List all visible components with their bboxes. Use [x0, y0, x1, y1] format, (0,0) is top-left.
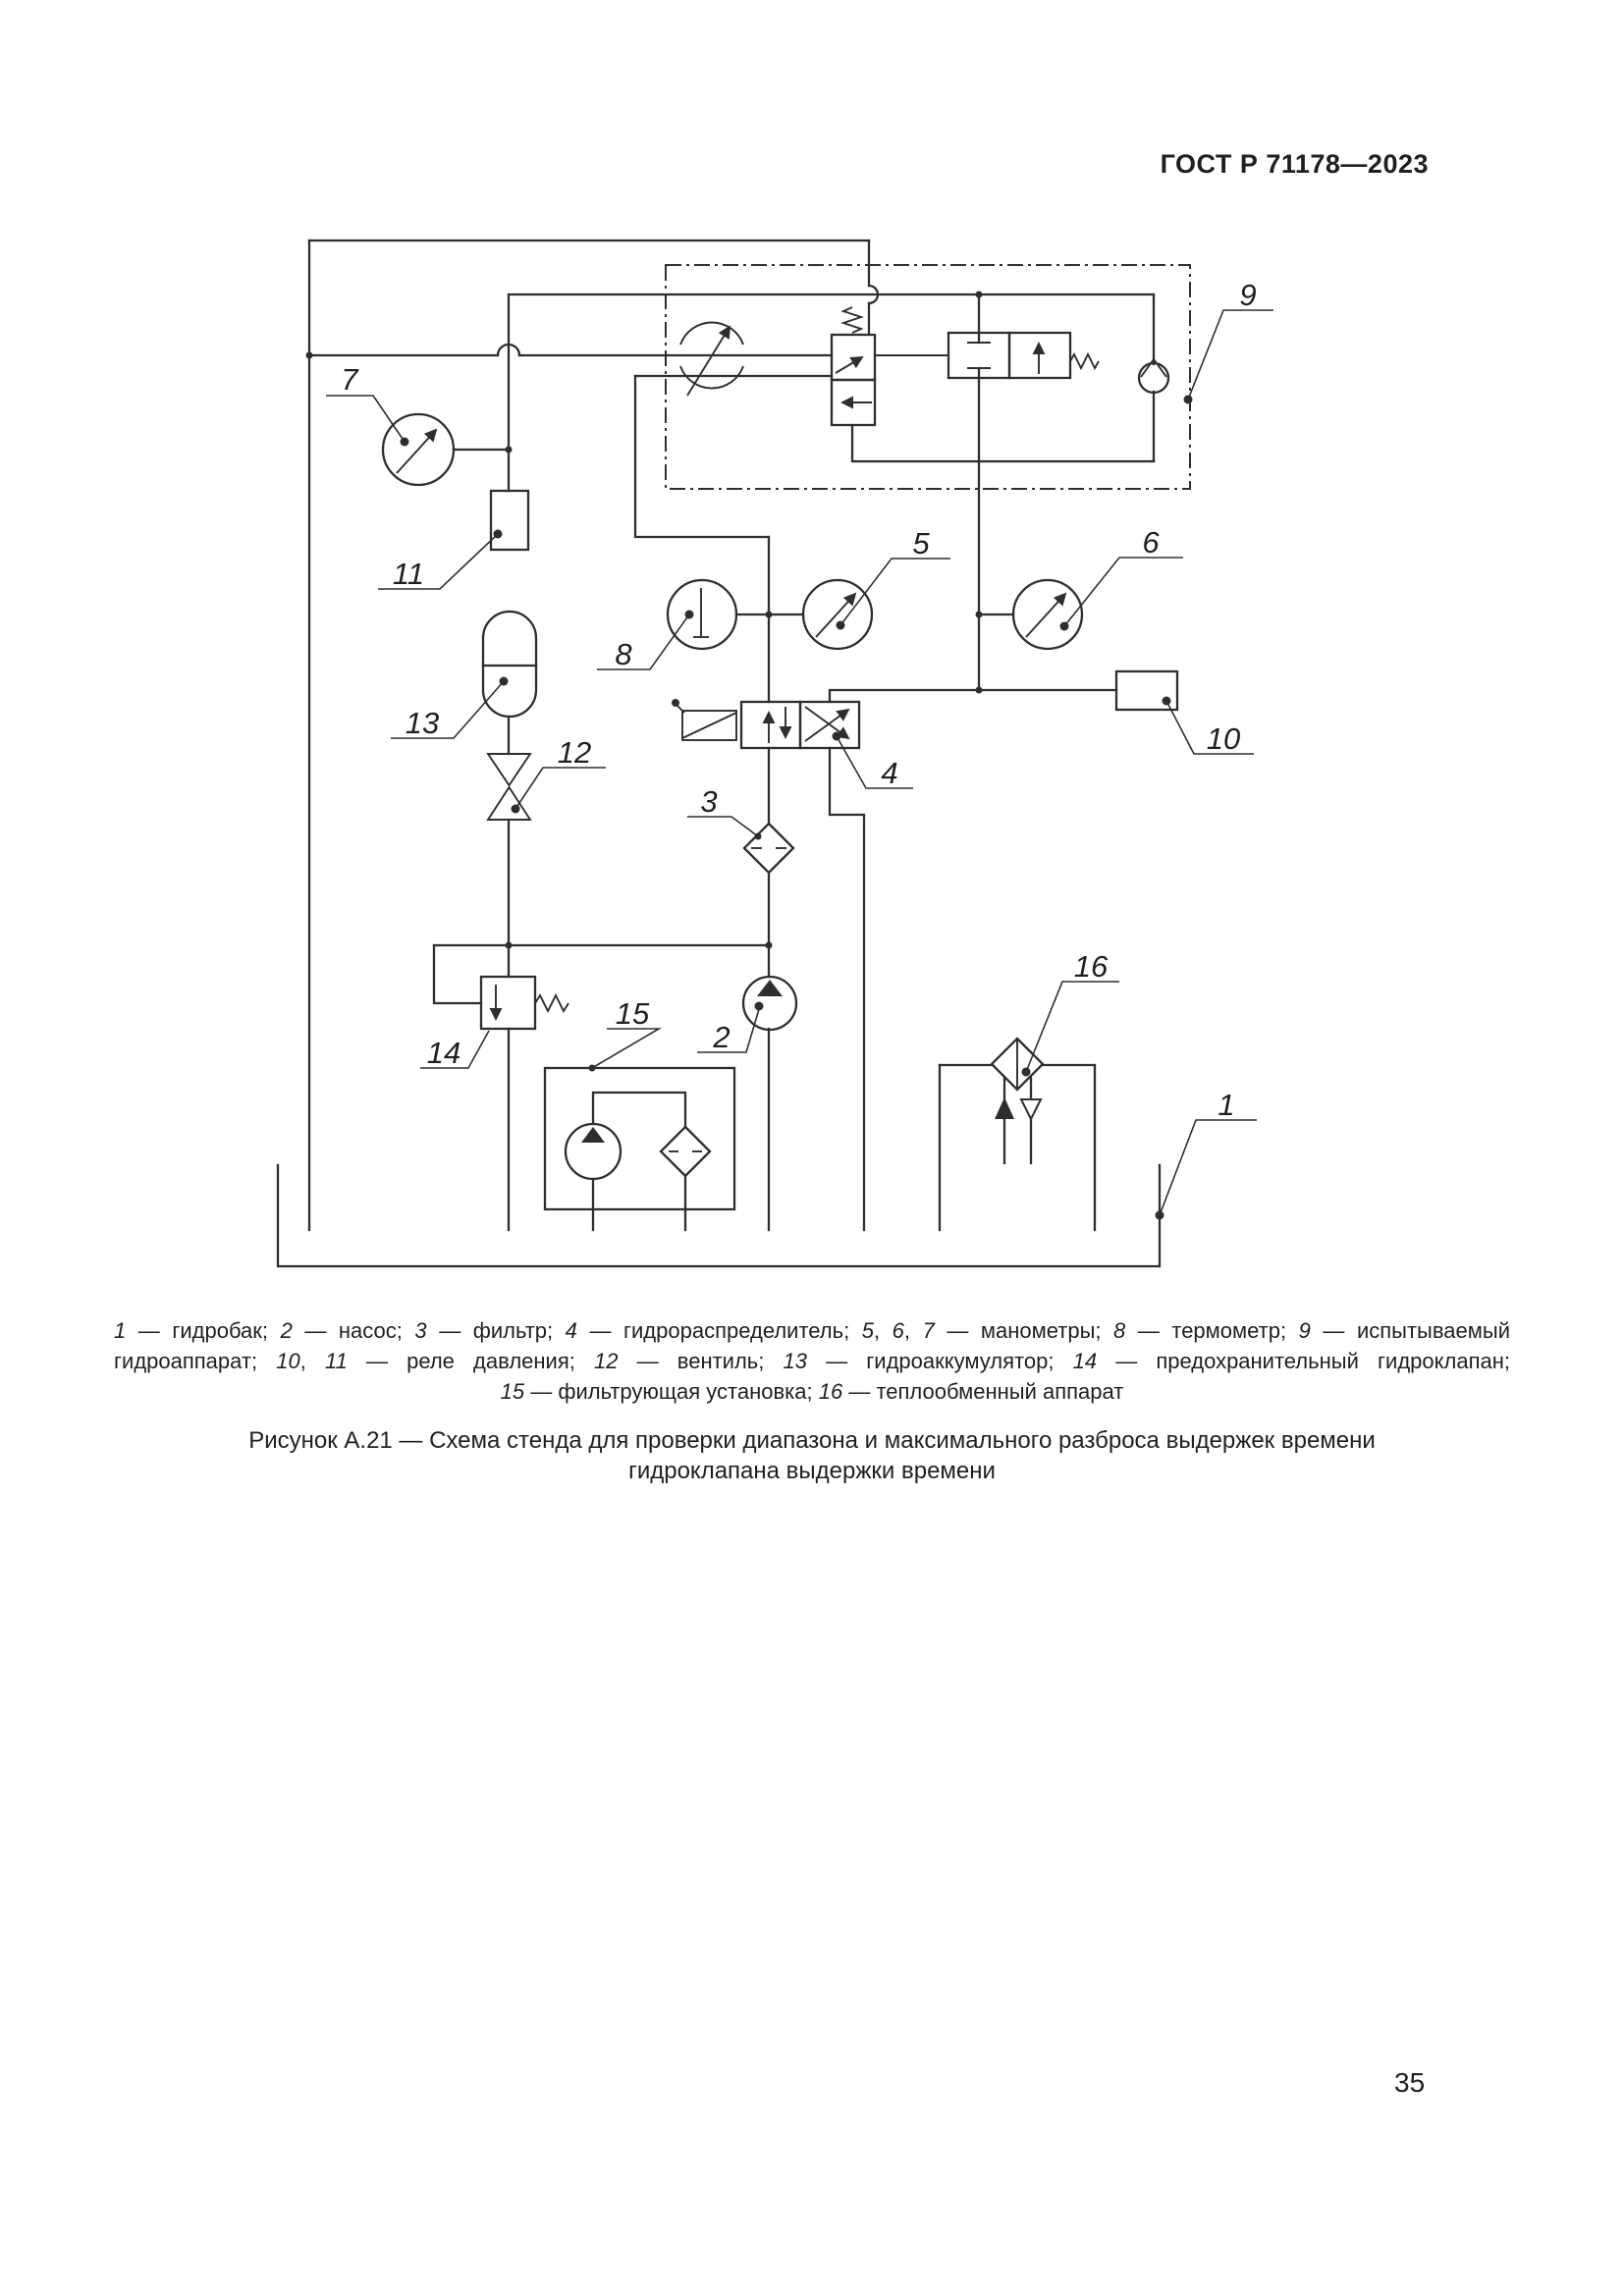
label-leaders	[326, 309, 1273, 1220]
component-label-9: 9	[1239, 278, 1256, 312]
shutoff-valve-symbol	[486, 753, 532, 821]
filter-symbol	[742, 822, 795, 875]
accumulator-symbol	[481, 610, 538, 719]
component-label-15: 15	[616, 996, 650, 1031]
hydraulic-tank-symbol	[276, 1163, 1162, 1268]
component-label-10: 10	[1207, 721, 1240, 756]
pressure-relay-10-symbol	[1114, 669, 1179, 712]
spring-icon	[839, 306, 865, 334]
heat-exchanger-symbol	[938, 1037, 1097, 1232]
component-label-4: 4	[881, 756, 897, 790]
directional-valve-symbol	[672, 699, 861, 750]
pressure-gauge-6	[1011, 578, 1084, 651]
component-label-1: 1	[1218, 1088, 1234, 1122]
component-label-2: 2	[712, 1020, 730, 1054]
component-label-3: 3	[700, 784, 717, 819]
pump-symbol	[741, 975, 798, 1032]
caption-line: 15 — фильтрующая установка; 16 — теплооб…	[500, 1379, 1124, 1404]
component-label-5: 5	[912, 526, 930, 561]
figure-title: Рисунок А.21 — Схема стенда для проверки…	[0, 1425, 1624, 1486]
check-valve-symbol	[1137, 357, 1170, 395]
pressure-gauge-5	[801, 578, 874, 651]
component-label-16: 16	[1074, 949, 1109, 984]
component-label-14: 14	[427, 1036, 460, 1070]
solenoid-icon	[672, 699, 737, 741]
relief-valve-symbol	[479, 975, 569, 1031]
pipe-lines	[307, 239, 1156, 1232]
component-label-12: 12	[558, 735, 591, 770]
document-header: ГОСТ Р 71178—2023	[1160, 149, 1429, 179]
component-label-11: 11	[393, 557, 424, 591]
figure-caption: 1 — гидробак; 2 — насос; 3 — фильтр; 4 —…	[114, 1315, 1510, 1407]
caption-line: гидроаппарат; 10, 11 — реле давления; 12…	[114, 1349, 1510, 1373]
spring-icon	[1069, 351, 1100, 371]
time-delay-valve-symbol	[830, 306, 877, 427]
pilot-valve-symbol	[947, 331, 1100, 380]
junction-dots	[305, 291, 983, 949]
component-label-8: 8	[615, 637, 632, 671]
filtering-unit-symbol	[543, 1066, 736, 1211]
component-label-6: 6	[1142, 525, 1160, 560]
figure-title-line: Рисунок А.21 — Схема стенда для проверки…	[248, 1427, 1376, 1454]
thermometer-8	[666, 578, 738, 651]
component-label-13: 13	[406, 706, 439, 740]
pressure-gauge-7	[381, 412, 456, 487]
page-number: 35	[1394, 2067, 1426, 2098]
component-label-7: 7	[341, 362, 359, 397]
adjustable-throttle-symbol	[679, 321, 744, 397]
pressure-relay-11-symbol	[489, 489, 530, 552]
spring-icon	[534, 992, 569, 1014]
figure-title-line: гидроклапана выдержки времени	[628, 1458, 996, 1484]
caption-line: 1 — гидробак; 2 — насос; 3 — фильтр; 4 —…	[114, 1318, 1510, 1343]
hydraulic-schematic-figure: 1 2 3 4 5 6 7 8 9 10 11 12 13 14 15 16	[276, 239, 1273, 1268]
tested-device-boundary	[665, 264, 1191, 490]
